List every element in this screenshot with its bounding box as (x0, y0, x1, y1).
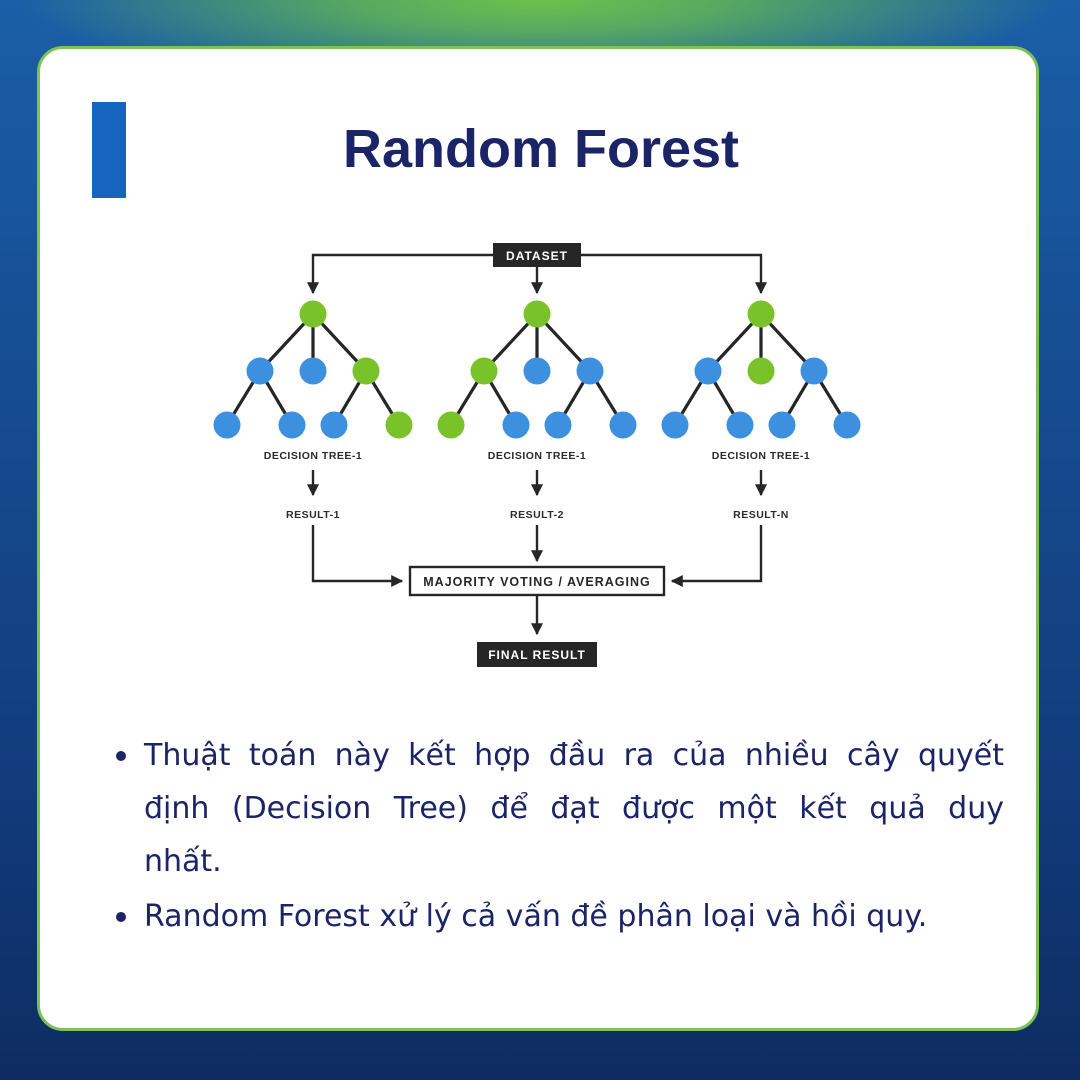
result-label: RESULT-1 (286, 509, 340, 521)
tree-node-green (747, 357, 775, 385)
tree-node-blue (502, 411, 530, 439)
tree-node-blue (278, 411, 306, 439)
aggregate-box (408, 565, 666, 597)
tree-node-blue (213, 411, 241, 439)
tree-node-blue (246, 357, 274, 385)
final-result-box (477, 642, 597, 667)
tree-node-blue (800, 357, 828, 385)
bullet-list: Thuật toán này kết hợp đầu ra của nhiều … (112, 729, 1004, 943)
result-label: RESULT-N (733, 509, 789, 521)
tree-node-blue (726, 411, 754, 439)
dataset-label: DATASET (506, 249, 568, 263)
random-forest-diagram: DATASET DECISION TREE-1RESULT-1DECISION … (213, 243, 861, 667)
tree-node-blue (576, 357, 604, 385)
tree-node-blue (320, 411, 348, 439)
tree-node-blue (544, 411, 572, 439)
page-title: Random Forest (342, 119, 740, 179)
tree-node-green (385, 411, 413, 439)
tree-node-green (437, 411, 465, 439)
dataset-box (493, 243, 581, 267)
tree-node-blue (609, 411, 637, 439)
tree-node-blue (694, 357, 722, 385)
final-result-label: FINAL RESULT (488, 648, 586, 662)
tree-node-green (299, 300, 327, 328)
tree-label: DECISION TREE-1 (264, 450, 363, 462)
accent-bar (92, 102, 126, 198)
tree-label: DECISION TREE-1 (488, 450, 587, 462)
tree-node-blue (768, 411, 796, 439)
tree-node-blue (299, 357, 327, 385)
tree-label: DECISION TREE-1 (712, 450, 811, 462)
aggregate-label: MAJORITY VOTING / AVERAGING (423, 575, 650, 589)
bullet-item: Thuật toán này kết hợp đầu ra của nhiều … (112, 729, 1004, 888)
tree-node-blue (833, 411, 861, 439)
tree-node-green (470, 357, 498, 385)
aggregate-arrows (311, 525, 763, 636)
bullet-item: Random Forest xử lý cả vấn đề phân loại … (112, 890, 1004, 943)
dataset-arrows (307, 253, 767, 295)
tree-node-green (747, 300, 775, 328)
tree-node-green (352, 357, 380, 385)
tree-node-green (523, 300, 551, 328)
tree-node-blue (661, 411, 689, 439)
tree-node-blue (523, 357, 551, 385)
result-label: RESULT-2 (510, 509, 564, 521)
